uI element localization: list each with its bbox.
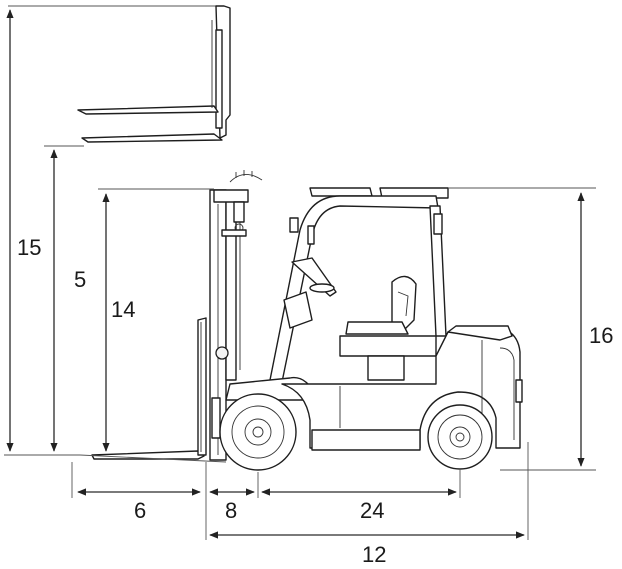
chassis <box>225 325 523 451</box>
front-wheel <box>219 393 297 471</box>
rear-wheel <box>427 404 493 470</box>
mast <box>209 170 263 461</box>
dimension-arrows <box>6 9 585 539</box>
dimension-label-14: 14 <box>111 297 135 322</box>
dimension-label-16: 16 <box>589 323 613 348</box>
dimension-label-15: 15 <box>17 235 41 260</box>
dimension-label-12: 12 <box>362 542 386 567</box>
dimension-label-5: 5 <box>74 267 86 292</box>
dimension-label-24: 24 <box>360 498 384 523</box>
dimension-label-6: 6 <box>134 498 146 523</box>
dimension-label-8: 8 <box>225 498 237 523</box>
extension-lines <box>4 145 596 540</box>
raised-fork-carriage <box>8 5 231 143</box>
overhead-guard <box>269 187 449 383</box>
lowered-forks <box>91 317 207 460</box>
cab-interior <box>283 257 437 381</box>
